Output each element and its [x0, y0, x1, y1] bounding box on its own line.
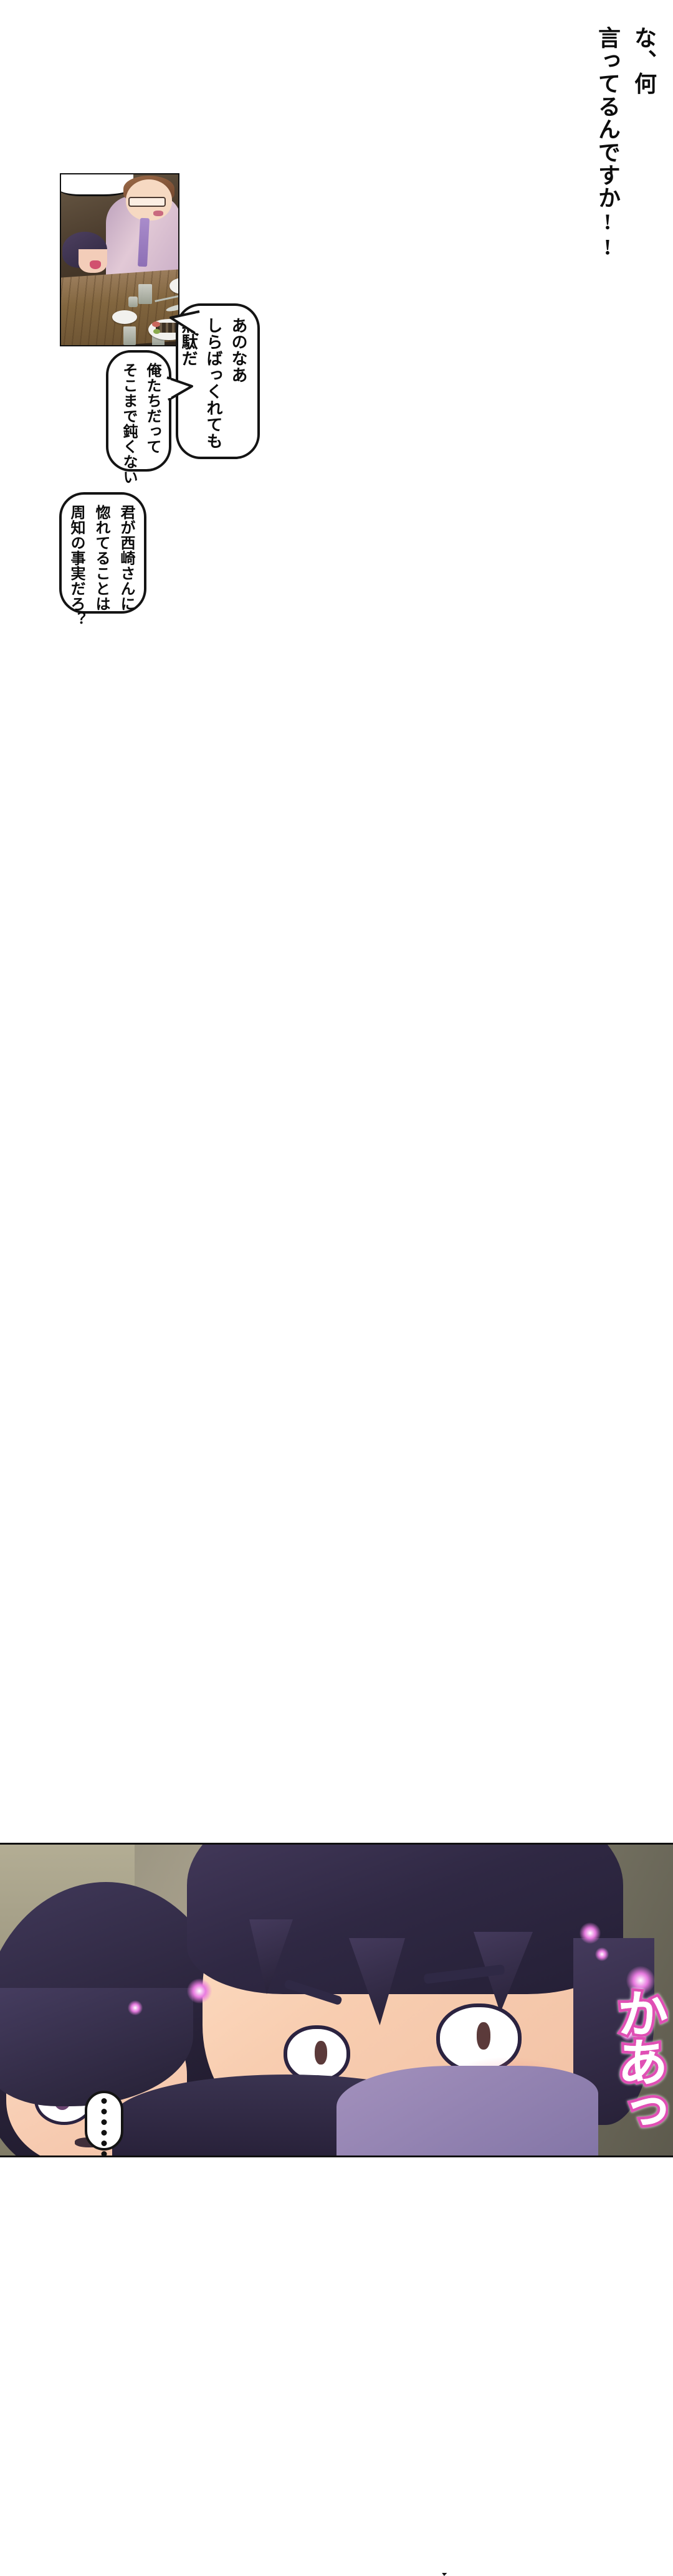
bubble-kimiga-col-1: 君が西崎さんに	[118, 505, 134, 612]
bubble-anonaa-tail	[169, 310, 201, 336]
sparkle-icon-1	[580, 1922, 601, 1944]
food-garnish	[153, 329, 160, 334]
character-boy-collar	[336, 2066, 598, 2155]
sfx-kaatt: かあっ	[606, 1985, 671, 2136]
tableware-plate-2	[112, 310, 137, 324]
ellipsis-dots	[101, 2098, 107, 2157]
bubble-shout-col-right: な、何	[631, 26, 656, 95]
bubble-oretachi-col-2: そこまで鈍くない	[120, 363, 136, 485]
bubble-oretachi-col-1: 俺たちだって	[144, 363, 160, 454]
bubble-oretachi-tail	[166, 376, 193, 401]
food-sauce	[152, 321, 160, 327]
food-items	[156, 323, 178, 333]
bubble-shout-col-left: 言ってるんですか!!	[595, 26, 620, 260]
character-boy-pupil-left	[315, 2041, 327, 2065]
speech-bubble-oretachi: 俺たちだって そこまで鈍くない	[106, 350, 171, 485]
sparkle-icon-4	[620, 2025, 636, 2041]
panel-izakaya	[60, 173, 179, 346]
character-boy-pupil-right	[477, 2022, 490, 2050]
character-glasses-mouth	[153, 211, 163, 216]
character-shouting-mouth	[90, 260, 101, 269]
tableware-cup-1	[138, 284, 152, 304]
bubble-anonaa-col-1: あのなあ	[229, 317, 247, 384]
glasses-icon	[128, 197, 166, 207]
character-boy-hair	[187, 1845, 623, 1994]
bubble-kimiga-col-2: 惚れてることは	[93, 505, 109, 612]
sparkle-icon-3	[626, 1966, 655, 1995]
tableware-cup-2	[128, 297, 138, 307]
bubble-kimiga-col-3: 周知の事実だろ？	[68, 505, 84, 627]
speech-bubble-ellipsis	[85, 2091, 123, 2157]
sparkle-icon-5	[187, 1979, 212, 2003]
tableware-cup-3	[123, 326, 136, 345]
burst-overlay	[61, 174, 133, 196]
speech-bubble-kimiga: 君が西崎さんに 惚れてることは 周知の事実だろ？	[59, 492, 146, 627]
sparkle-icon-6	[128, 2000, 143, 2015]
bubble-anonaa-col-2: しらばっくれても	[204, 317, 222, 450]
sparkle-icon-2	[595, 1947, 609, 1961]
tableware-plate-1	[169, 278, 178, 294]
